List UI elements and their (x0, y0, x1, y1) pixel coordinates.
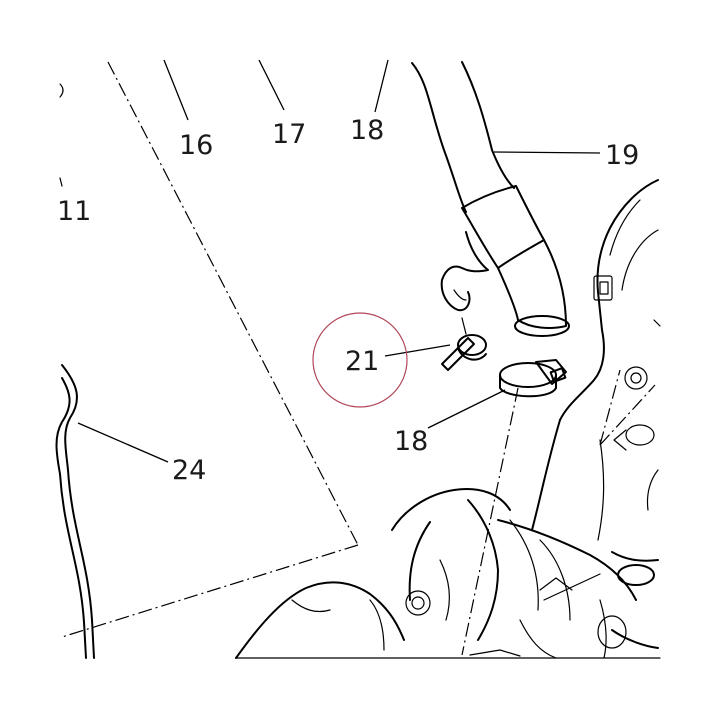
callout-labels: 16 17 18 19 11 21 18 24 (57, 115, 639, 486)
callout-21: 21 (345, 346, 379, 377)
callout-18-top: 18 (350, 115, 384, 146)
callout-24: 24 (172, 455, 206, 486)
callout-18-mid: 18 (394, 426, 428, 457)
clamp-18 (499, 359, 567, 398)
highlight-circle (312, 312, 408, 408)
leader-lines (77, 59, 601, 463)
callout-19: 19 (605, 140, 639, 171)
left-edge-fragments (59, 83, 64, 187)
clamp-21 (441, 317, 487, 371)
callout-17: 17 (272, 119, 306, 150)
callout-16: 16 (179, 130, 213, 161)
callout-11: 11 (57, 196, 91, 227)
hose-19 (411, 61, 570, 337)
hose-24 (55, 364, 95, 659)
engine-block (531, 179, 661, 541)
phantom-outline-lines (61, 61, 656, 656)
lower-assembly (235, 488, 661, 659)
